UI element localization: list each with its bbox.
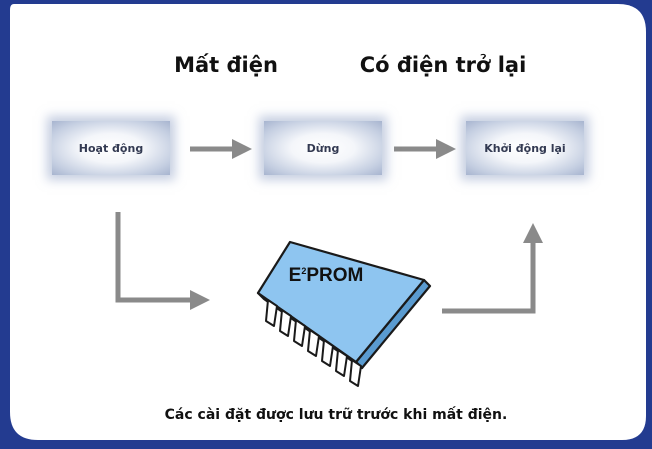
eeprom-label-superscript: 2 [301, 266, 307, 276]
heading-power-loss: Mất điện [174, 53, 278, 77]
state-running: Hoạt động [52, 121, 170, 175]
arrow-eeprom-to-restart [442, 223, 543, 314]
eeprom-chip-icon [256, 240, 432, 387]
state-stopped: Dừng [264, 121, 382, 175]
eeprom-label: E2PROM [289, 265, 364, 287]
heading-power-restored: Có điện trở lại [359, 53, 527, 77]
panel-shape [10, 4, 646, 440]
eeprom-label-prefix: E [288, 265, 302, 286]
state-running-label: Hoạt động [78, 141, 144, 155]
state-restart: Khởi động lại [466, 121, 584, 175]
state-stopped-label: Dừng [306, 141, 340, 155]
caption: Các cài đặt được lưu trữ trước khi mất đ… [164, 407, 508, 423]
arrow-running-to-eeprom [115, 212, 210, 310]
state-restart-label: Khởi động lại [484, 141, 566, 155]
eeprom-label-text: PROM [306, 265, 364, 286]
